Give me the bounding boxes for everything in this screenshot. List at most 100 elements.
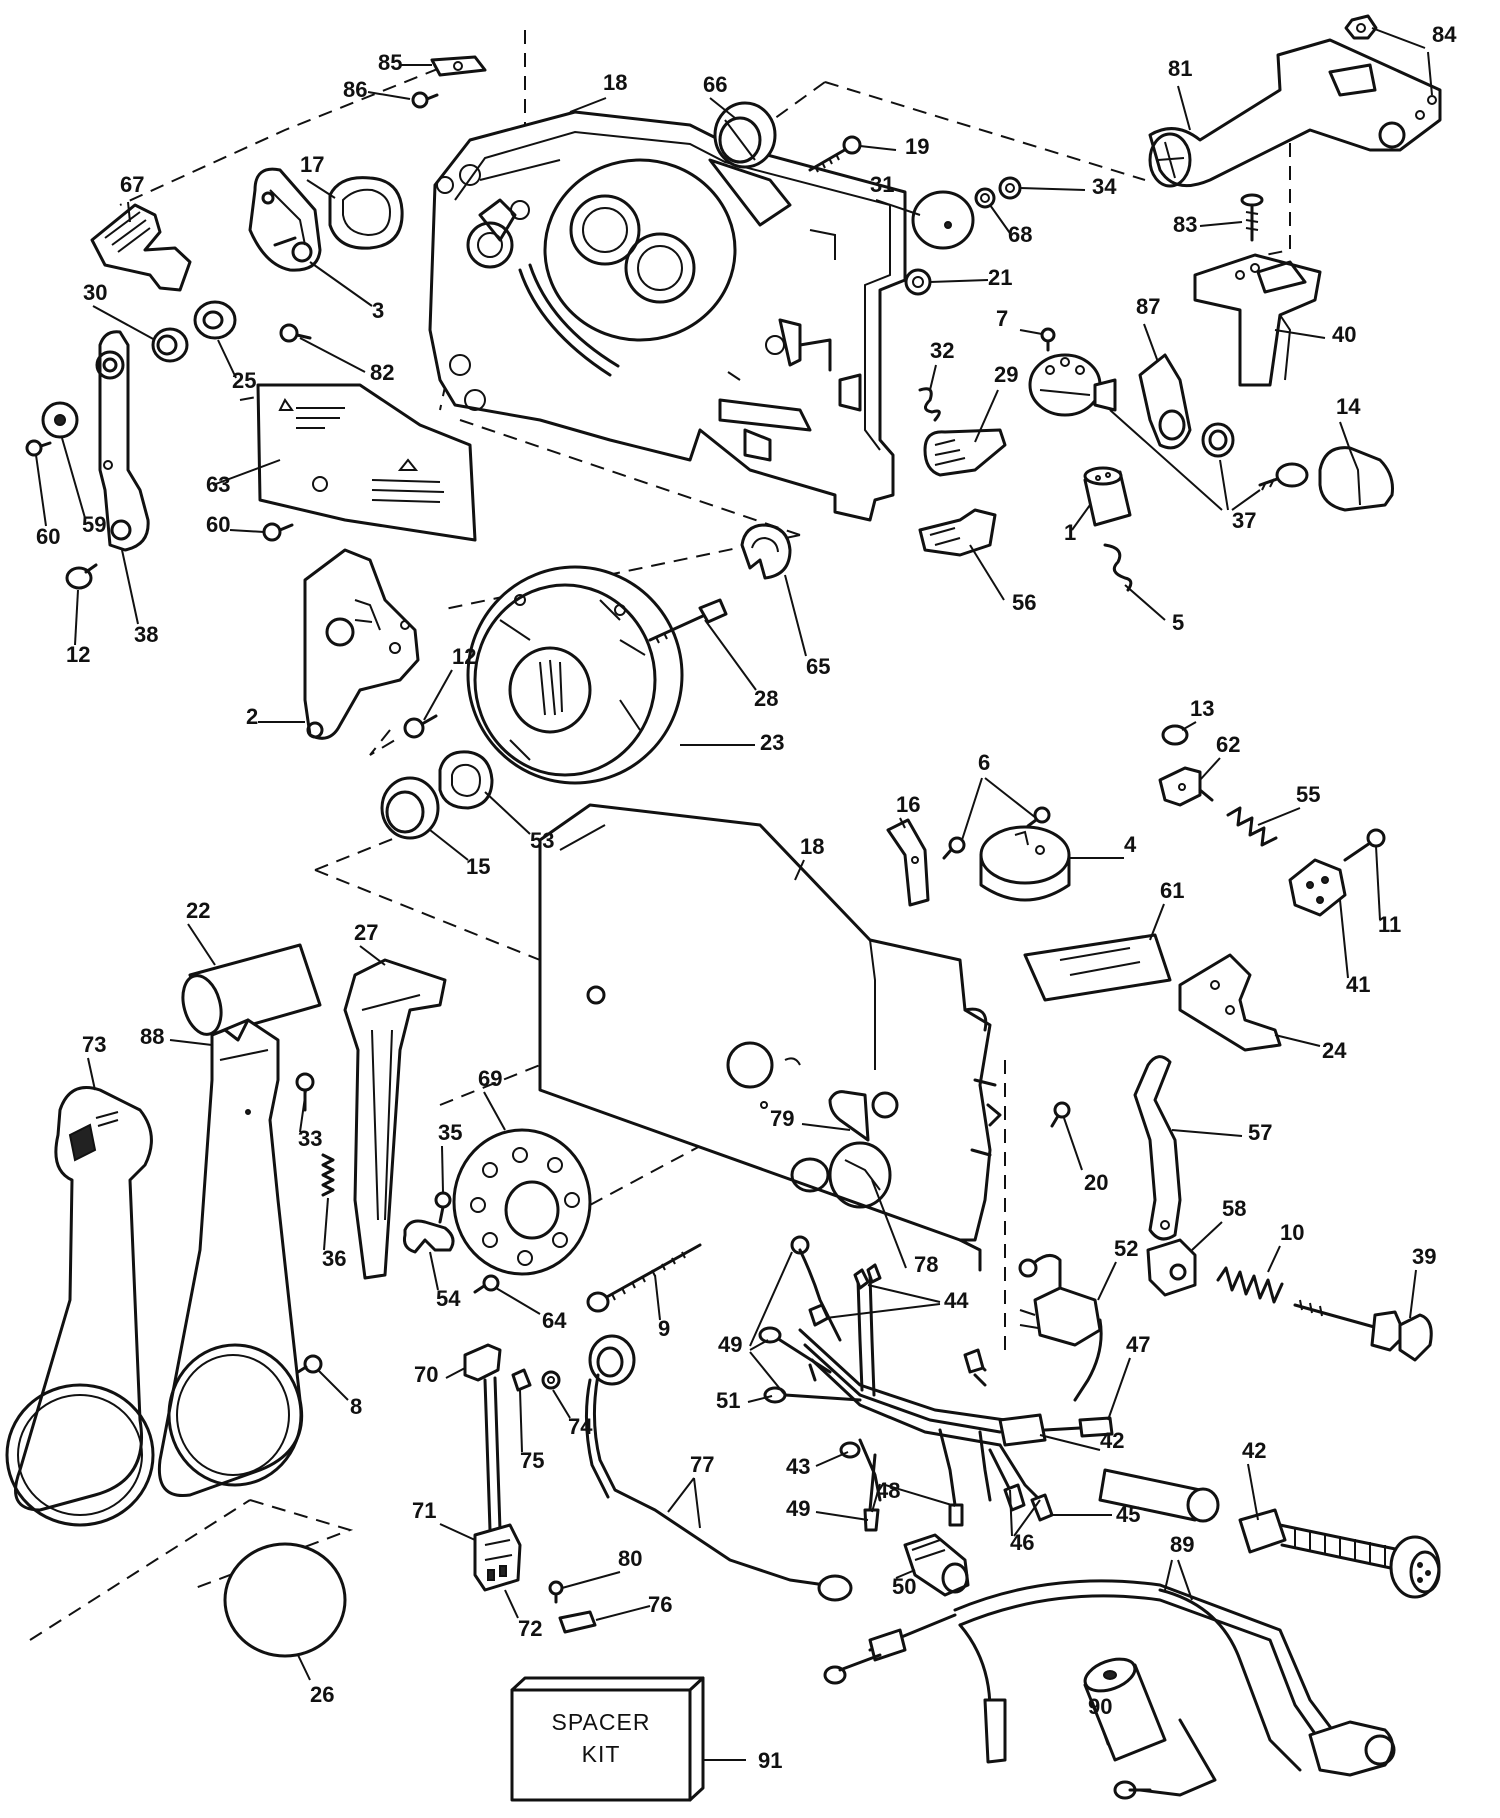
callout-66: 66 [703,72,727,97]
part-69-ring-plate [452,1128,592,1276]
part-52-switch [1018,1254,1103,1402]
part-50-fitting [903,1533,970,1597]
part-88-handle [157,1018,304,1498]
callout-27: 27 [354,920,378,945]
callout-86: 86 [343,77,367,102]
callout-38: 38 [134,622,158,647]
callout-19: 19 [905,134,929,159]
part-37-key [1258,462,1309,491]
callout-40: 40 [1332,322,1356,347]
callout-8: 8 [350,1394,362,1419]
part-83-screw [1240,193,1264,242]
part-14-knob [1318,446,1394,512]
part-20-screw [1050,1101,1071,1128]
spacer-kit-line2: KIT [582,1741,621,1767]
callout-65: 65 [806,654,830,679]
callout-60: 60 [206,512,230,537]
callout-88: 88 [140,1024,164,1049]
callout-50: 50 [892,1574,916,1599]
part-10-spring [1216,1266,1284,1304]
part-73-handle [5,1086,155,1527]
part-82-screw [279,323,312,343]
part-27-slide [343,958,447,1280]
part-70-connector [463,1343,502,1532]
part-80-screw [548,1580,564,1604]
callout-10: 10 [1280,1220,1304,1245]
callout-39: 39 [1412,1244,1436,1269]
part-12-screw-a [65,563,98,590]
part-36-spring [321,1153,335,1197]
callout-24: 24 [1322,1038,1347,1063]
callout-42: 42 [1242,1438,1266,1463]
wiring-harness [758,1235,1114,1532]
callout-73: 73 [82,1032,106,1057]
callout-29: 29 [994,362,1018,387]
part-53-gasket [438,750,494,810]
part-54-clip [403,1219,455,1254]
part-23-wheel [466,565,684,785]
part-60-screw-b [262,522,294,542]
part-25-washer [193,300,237,340]
callout-23: 23 [760,730,784,755]
callout-48: 48 [876,1478,900,1503]
callout-76: 76 [648,1592,672,1617]
callout-74: 74 [568,1414,593,1439]
callout-52: 52 [1114,1236,1138,1261]
part-85 [430,55,487,77]
callout-1: 1 [1064,520,1076,545]
callout-35: 35 [438,1120,462,1145]
part-76-pin [558,1610,597,1634]
callout-49: 49 [786,1496,810,1521]
part-81-arm [1148,38,1442,188]
part-64-screw [473,1274,500,1294]
part-87-bezel [1138,353,1192,450]
callout-46: 46 [1010,1530,1034,1555]
part-60-screw-a [25,439,52,457]
callout-84: 84 [1432,22,1457,47]
callout-32: 32 [930,338,954,363]
callout-33: 33 [298,1126,322,1151]
callout-62: 62 [1216,732,1240,757]
callout-81: 81 [1168,56,1192,81]
part-65-clip [740,523,792,580]
callout-64: 64 [542,1308,567,1333]
callout-26: 26 [310,1682,334,1707]
spacer-kit-line1: SPACER [552,1709,651,1735]
callout-42: 42 [1100,1428,1124,1453]
callout-4: 4 [1124,832,1137,857]
part-42-tube [1098,1468,1220,1523]
part-37-nut [1201,422,1235,458]
callout-3: 3 [372,298,384,323]
callout-87: 87 [1136,294,1160,319]
callout-53: 53 [530,828,554,853]
spacer-kit-box: SPACER KIT [510,1676,705,1802]
callout-16: 16 [896,792,920,817]
callout-56: 56 [1012,590,1036,615]
callout-67: 67 [120,172,144,197]
leader-lines [35,27,1433,1761]
callout-85: 85 [378,50,402,75]
part-26-disc [223,1542,347,1658]
part-31-disc [911,190,975,250]
callout-82: 82 [370,360,394,385]
part-30-bushing [151,327,189,363]
callout-47: 47 [1126,1332,1150,1357]
part-24-plate [1178,953,1282,1052]
part-3-plate [248,167,322,272]
callout-21: 21 [988,265,1012,290]
callout-91: 91 [758,1748,782,1773]
callout-37: 37 [1232,508,1256,533]
part-62-bracket [1158,766,1214,807]
part-59-washer [41,401,79,439]
part-71-plug [473,1523,522,1592]
callout-44: 44 [944,1288,969,1313]
part-89-harness [823,1579,1396,1800]
callout-71: 71 [412,1498,436,1523]
part-77-cable [584,1334,853,1602]
part-63-plate [256,383,477,542]
callout-43: 43 [786,1454,810,1479]
callout-75: 75 [520,1448,544,1473]
part-57-lever [1133,1055,1182,1241]
part-66-grommet [713,101,777,169]
